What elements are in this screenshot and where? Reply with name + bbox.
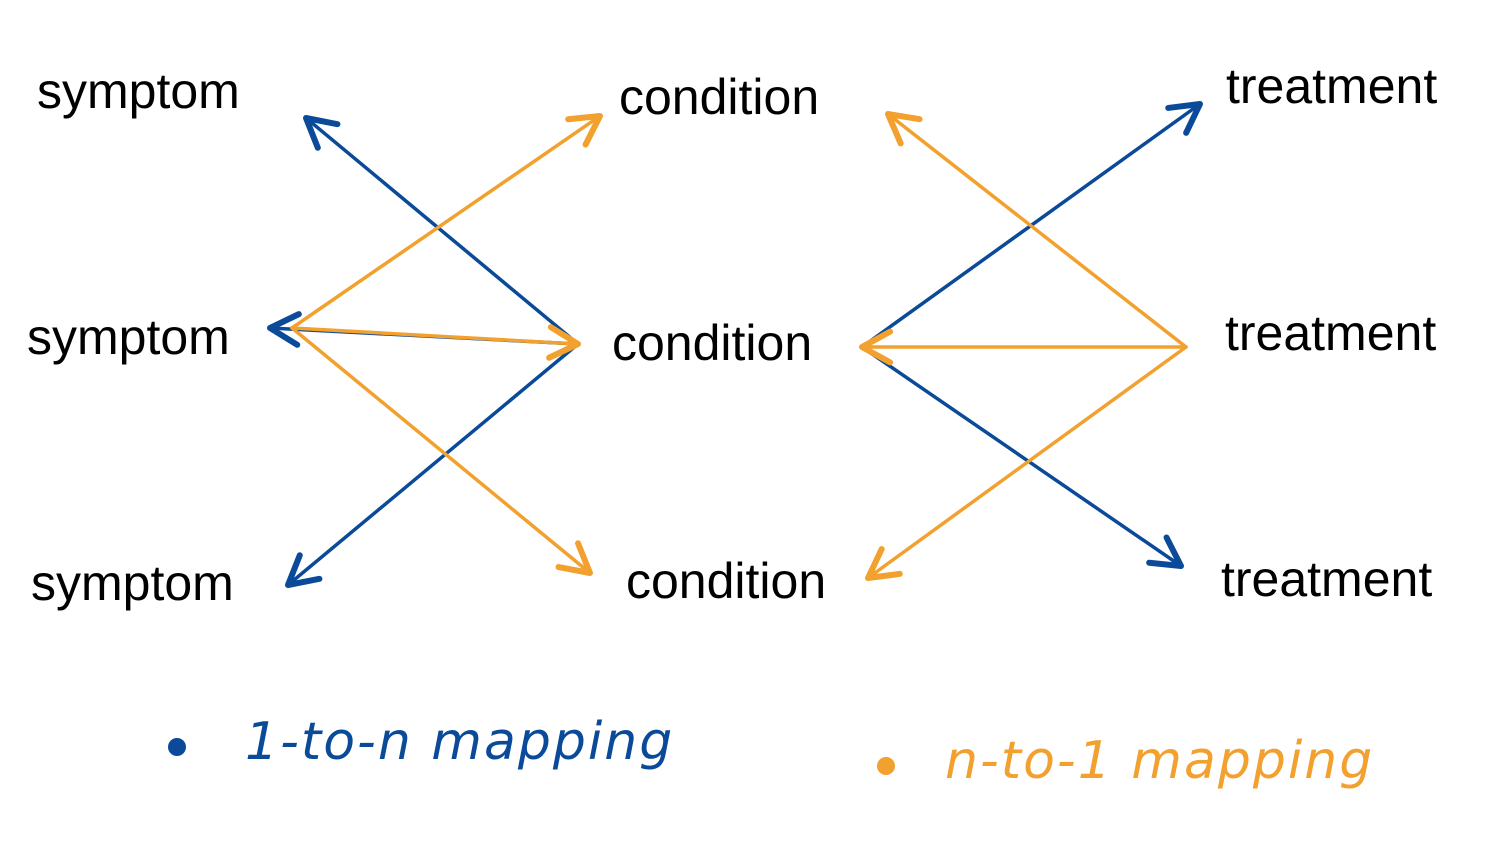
edge-condition-2-to-symptom-1-line <box>304 116 580 346</box>
edge-condition-2-to-treatment-3-line <box>860 345 1183 568</box>
n-to-one-legend-label: n-to-1 mapping <box>945 731 1375 791</box>
edge-condition-2-to-symptom-3-line <box>286 342 580 587</box>
edge-layer <box>267 101 1203 588</box>
edge-symptom-2-to-condition-3-line <box>290 326 592 575</box>
edge-condition-2-to-symptom-2-arrowhead-icon <box>267 311 302 348</box>
edge-symptom-2-to-condition-1 <box>290 113 603 330</box>
edge-condition-2-to-treatment-3 <box>860 345 1184 569</box>
edge-treatment-2-to-condition-3-line <box>866 345 1188 580</box>
edge-symptom-2-to-condition-2-arrowhead-icon <box>546 324 581 361</box>
edge-treatment-2-to-condition-2 <box>859 328 1188 366</box>
condition-node-top: condition <box>619 69 820 125</box>
treatment-node-bottom: treatment <box>1221 551 1433 607</box>
edge-symptom-2-to-condition-3 <box>290 326 593 576</box>
edge-symptom-2-to-condition-1-line <box>290 114 602 330</box>
edge-condition-2-to-symptom-1-arrowhead-icon <box>303 115 341 151</box>
edge-treatment-2-to-condition-1-line <box>886 112 1188 349</box>
edge-treatment-2-to-condition-3 <box>865 345 1188 581</box>
symptom-node-bottom: symptom <box>31 555 234 611</box>
edge-treatment-2-to-condition-1-arrowhead-icon <box>885 111 923 147</box>
edge-condition-2-to-symptom-3 <box>285 342 580 588</box>
edge-symptom-2-to-condition-2 <box>290 324 581 361</box>
edge-treatment-2-to-condition-1 <box>885 111 1188 349</box>
edge-condition-2-to-symptom-3-arrowhead-icon <box>285 552 323 588</box>
edge-treatment-2-to-condition-3-arrowhead-icon <box>865 546 903 581</box>
edge-symptom-2-to-condition-1-arrowhead-icon <box>565 113 603 148</box>
treatment-node-top: treatment <box>1226 58 1438 114</box>
one-to-n-legend-label: 1-to-n mapping <box>245 712 675 772</box>
edge-symptom-2-to-condition-3-arrowhead-icon <box>555 540 593 576</box>
edge-condition-2-to-treatment-1-arrowhead-icon <box>1165 101 1203 136</box>
edge-condition-2-to-treatment-3-arrowhead-icon <box>1146 534 1184 569</box>
treatment-node-middle: treatment <box>1225 305 1437 361</box>
edge-treatment-2-to-condition-2-arrowhead-icon <box>859 328 894 366</box>
symptom-node-middle: symptom <box>27 309 230 365</box>
n-to-one-legend-bullet <box>877 757 895 775</box>
edge-symptom-2-to-condition-2-line <box>290 326 580 346</box>
condition-node-bottom: condition <box>626 553 827 609</box>
edge-condition-2-to-symptom-1 <box>303 115 580 346</box>
symptom-node-top: symptom <box>37 63 240 119</box>
one-to-n-legend-bullet <box>168 738 186 756</box>
condition-node-middle: condition <box>612 315 813 371</box>
